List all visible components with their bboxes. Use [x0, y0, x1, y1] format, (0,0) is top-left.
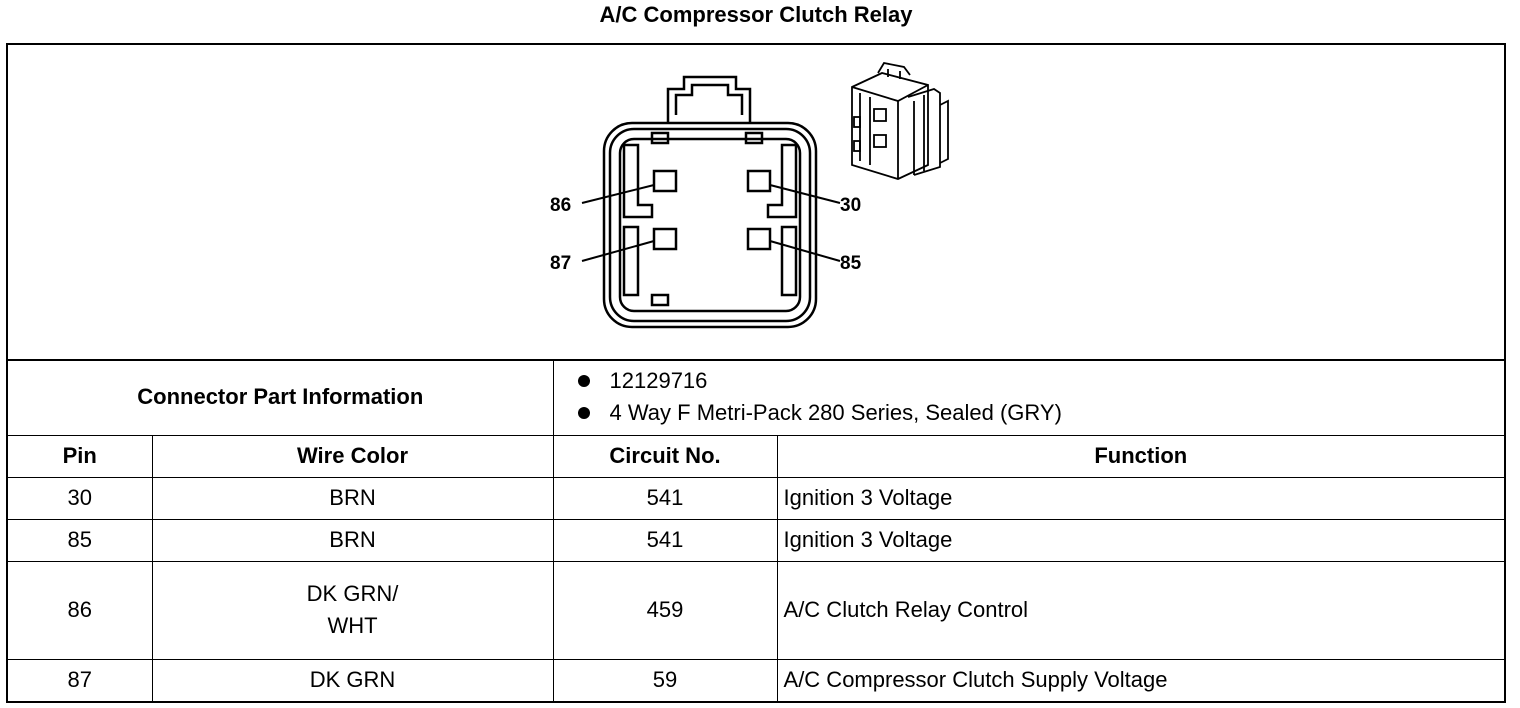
connector-key-top-left — [650, 131, 670, 145]
cell-circuit: 541 — [552, 476, 778, 520]
cell-function: Ignition 3 Voltage — [776, 476, 1505, 520]
terminal-30 — [746, 169, 772, 193]
terminal-86 — [652, 169, 678, 193]
connector-table: Connector Part Information 12129716 4 Wa… — [8, 359, 1505, 701]
connector-rib-right-top — [766, 143, 798, 219]
cell-circuit: 541 — [552, 518, 778, 562]
cell-pin: 30 — [8, 476, 153, 520]
connector-body-outer — [602, 121, 818, 329]
connector-iso-view — [851, 61, 949, 180]
connector-sheet: 86 30 87 85 Connector Part Information 1… — [6, 43, 1506, 703]
leader-86 — [581, 184, 655, 204]
connector-part-info-label: Connector Part Information — [8, 359, 554, 436]
table-row: 87 DK GRN 59 A/C Compressor Clutch Suppl… — [8, 658, 1505, 701]
part-info-item: 4 Way F Metri-Pack 280 Series, Sealed (G… — [577, 397, 1505, 429]
pin-label-30: 30 — [840, 195, 862, 216]
connector-rib-right-bottom — [780, 225, 798, 297]
cell-pin: 87 — [8, 658, 153, 701]
bullet-icon — [577, 374, 590, 387]
cell-wire-color: DK GRN — [151, 658, 554, 701]
pin-label-87: 87 — [550, 253, 572, 274]
cell-wire-color: BRN — [151, 518, 554, 562]
cell-function: Ignition 3 Voltage — [776, 518, 1505, 562]
connector-part-info-list: 12129716 4 Way F Metri-Pack 280 Series, … — [552, 359, 1505, 436]
connector-body-inner — [618, 137, 802, 313]
cell-wire-color: DK GRN/ WHT — [151, 560, 554, 660]
bullet-icon — [577, 406, 590, 419]
part-info-item: 12129716 — [577, 365, 1505, 397]
connector-latch — [666, 75, 752, 123]
table-row: 85 BRN 541 Ignition 3 Voltage — [8, 518, 1505, 562]
table-row: 86 DK GRN/ WHT 459 A/C Clutch Relay Cont… — [8, 560, 1505, 660]
cell-circuit: 59 — [552, 658, 778, 701]
cell-function: A/C Clutch Relay Control — [776, 560, 1505, 660]
connector-key-top-right — [744, 131, 764, 145]
cell-wire-color: BRN — [151, 476, 554, 520]
terminal-85 — [746, 227, 772, 251]
relay-connector-drawing — [581, 61, 949, 329]
connector-rib-left-top — [622, 143, 654, 219]
leader-87 — [581, 240, 655, 262]
header-circuit: Circuit No. — [552, 434, 778, 478]
connector-part-info-row: Connector Part Information 12129716 4 Wa… — [8, 359, 1505, 436]
pin-label-86: 86 — [550, 195, 572, 216]
pin-label-85: 85 — [840, 253, 862, 274]
header-function: Function — [776, 434, 1505, 478]
leader-30 — [769, 184, 841, 204]
header-wire-color: Wire Color — [151, 434, 554, 478]
cell-function: A/C Compressor Clutch Supply Voltage — [776, 658, 1505, 701]
connector-figure: 86 30 87 85 — [8, 45, 1504, 361]
header-pin: Pin — [8, 434, 153, 478]
connector-key-bottom — [650, 293, 670, 307]
connector-latch-inner — [674, 83, 744, 115]
connector-rib-left-bottom — [622, 225, 640, 297]
table-row: 30 BRN 541 Ignition 3 Voltage — [8, 476, 1505, 520]
cell-pin: 86 — [8, 560, 153, 660]
cell-circuit: 459 — [552, 560, 778, 660]
cell-pin: 85 — [8, 518, 153, 562]
connector-body-mid — [608, 127, 812, 323]
page-title: A/C Compressor Clutch Relay — [599, 2, 913, 27]
terminal-87 — [652, 227, 678, 251]
table-header-row: Pin Wire Color Circuit No. Function — [8, 434, 1505, 478]
leader-85 — [769, 240, 841, 262]
